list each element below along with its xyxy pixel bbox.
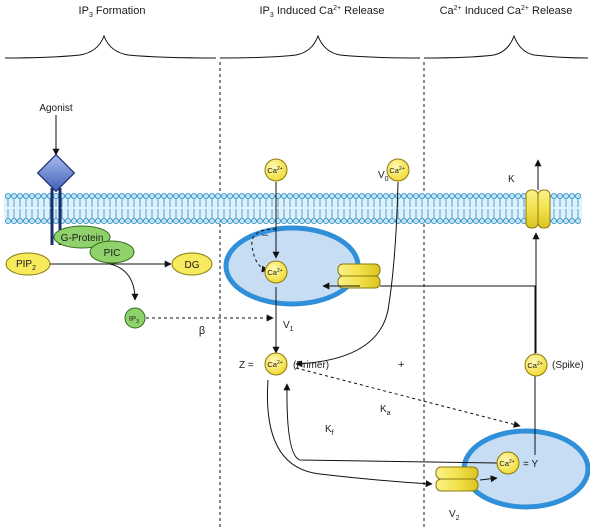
- agonist-label: Agonist: [39, 103, 73, 114]
- svg-text:Ca2+: Ca2+: [267, 360, 282, 369]
- panel-title-cicr: Ca2+ Induced Ca2+ Release: [440, 5, 573, 17]
- z-to-v2-arrow: [266, 379, 433, 488]
- plus-label: +: [398, 359, 404, 371]
- ca-ion-v0: Ca2+: [386, 158, 410, 182]
- ca-ion-primer: Ca2+: [264, 352, 288, 376]
- svg-text:Ca2+: Ca2+: [527, 361, 542, 370]
- svg-text:Ca2+: Ca2+: [499, 459, 514, 468]
- ip3-node: [124, 307, 146, 329]
- store-channel-2: [435, 466, 479, 492]
- ca-ion-influx: Ca2+: [264, 158, 288, 182]
- receptor: [36, 115, 76, 245]
- v2-to-y-arrow: [479, 475, 498, 483]
- pip2-label: PIP2: [16, 259, 36, 272]
- svg-text:Ca2+: Ca2+: [389, 166, 404, 175]
- equals-y-label: = Y: [523, 459, 538, 470]
- plasma-membrane: [4, 192, 582, 224]
- ca-ion-store1: Ca2+: [264, 260, 288, 284]
- pic-label: PIC: [104, 248, 121, 259]
- v0-label: V0: [378, 170, 389, 183]
- ka-activation-arrow: [295, 367, 521, 428]
- membrane-channel-k: [525, 189, 551, 229]
- kf-leak-arrow: [283, 383, 498, 464]
- y-to-store1-arrow: [380, 285, 536, 455]
- ca-ion-spike: Ca2+: [524, 353, 548, 377]
- pic-node: [89, 240, 135, 264]
- pip2-to-ip3-arrow: [109, 263, 139, 301]
- v0-influx-arrow: [295, 181, 399, 368]
- primer-label: (Primer): [293, 360, 329, 371]
- v1-label: V1: [283, 320, 294, 333]
- dg-node: [171, 252, 213, 276]
- brace-ip3-induced: [219, 34, 421, 59]
- kf-label: Kf: [325, 424, 334, 437]
- ka-label: Ka: [380, 404, 391, 417]
- z-equals-label: Z =: [239, 360, 254, 371]
- panel-title-ip3-formation: IP3 Formation: [79, 5, 146, 19]
- ip3-label: IP3: [129, 314, 139, 325]
- g-protein-label: G-Protein: [61, 233, 104, 244]
- panel-title-ip3-induced: IP3 Induced Ca2+ Release: [259, 5, 384, 19]
- svg-text:Ca2+: Ca2+: [267, 166, 282, 175]
- ip3-store: [223, 225, 361, 307]
- v2-label: V2: [449, 509, 460, 522]
- inhibition-feedback-arrow: [251, 228, 277, 273]
- dg-label: DG: [185, 260, 200, 271]
- svg-text:Ca2+: Ca2+: [267, 268, 282, 277]
- store-channel-1: [337, 263, 381, 289]
- brace-cicr: [423, 34, 589, 59]
- brace-ip3-formation: [4, 34, 217, 59]
- spike-label: (Spike): [552, 360, 584, 371]
- ca-ion-y: Ca2+: [496, 451, 520, 475]
- g-protein-node: [53, 225, 111, 249]
- k-label: K: [508, 174, 515, 185]
- minus-label: –: [262, 229, 269, 241]
- beta-label: β: [199, 325, 205, 337]
